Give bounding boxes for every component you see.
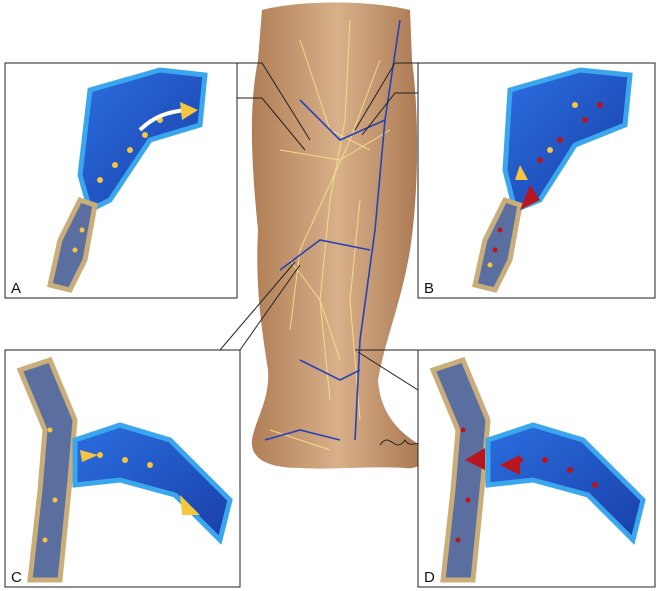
panel-d: D xyxy=(417,349,656,588)
panel-b: B xyxy=(417,62,656,299)
panel-label-c: C xyxy=(11,569,22,586)
panel-c: C xyxy=(4,349,241,588)
panel-label-d: D xyxy=(424,569,435,586)
reflux-arrow-icon xyxy=(465,448,485,470)
reflux-arrow-icon xyxy=(520,185,540,210)
panel-a: A xyxy=(4,62,238,299)
leg-illustration xyxy=(251,2,425,469)
panel-label-a: A xyxy=(11,280,21,297)
flow-arrow-icon xyxy=(180,495,200,515)
panel-label-b: B xyxy=(424,280,434,297)
